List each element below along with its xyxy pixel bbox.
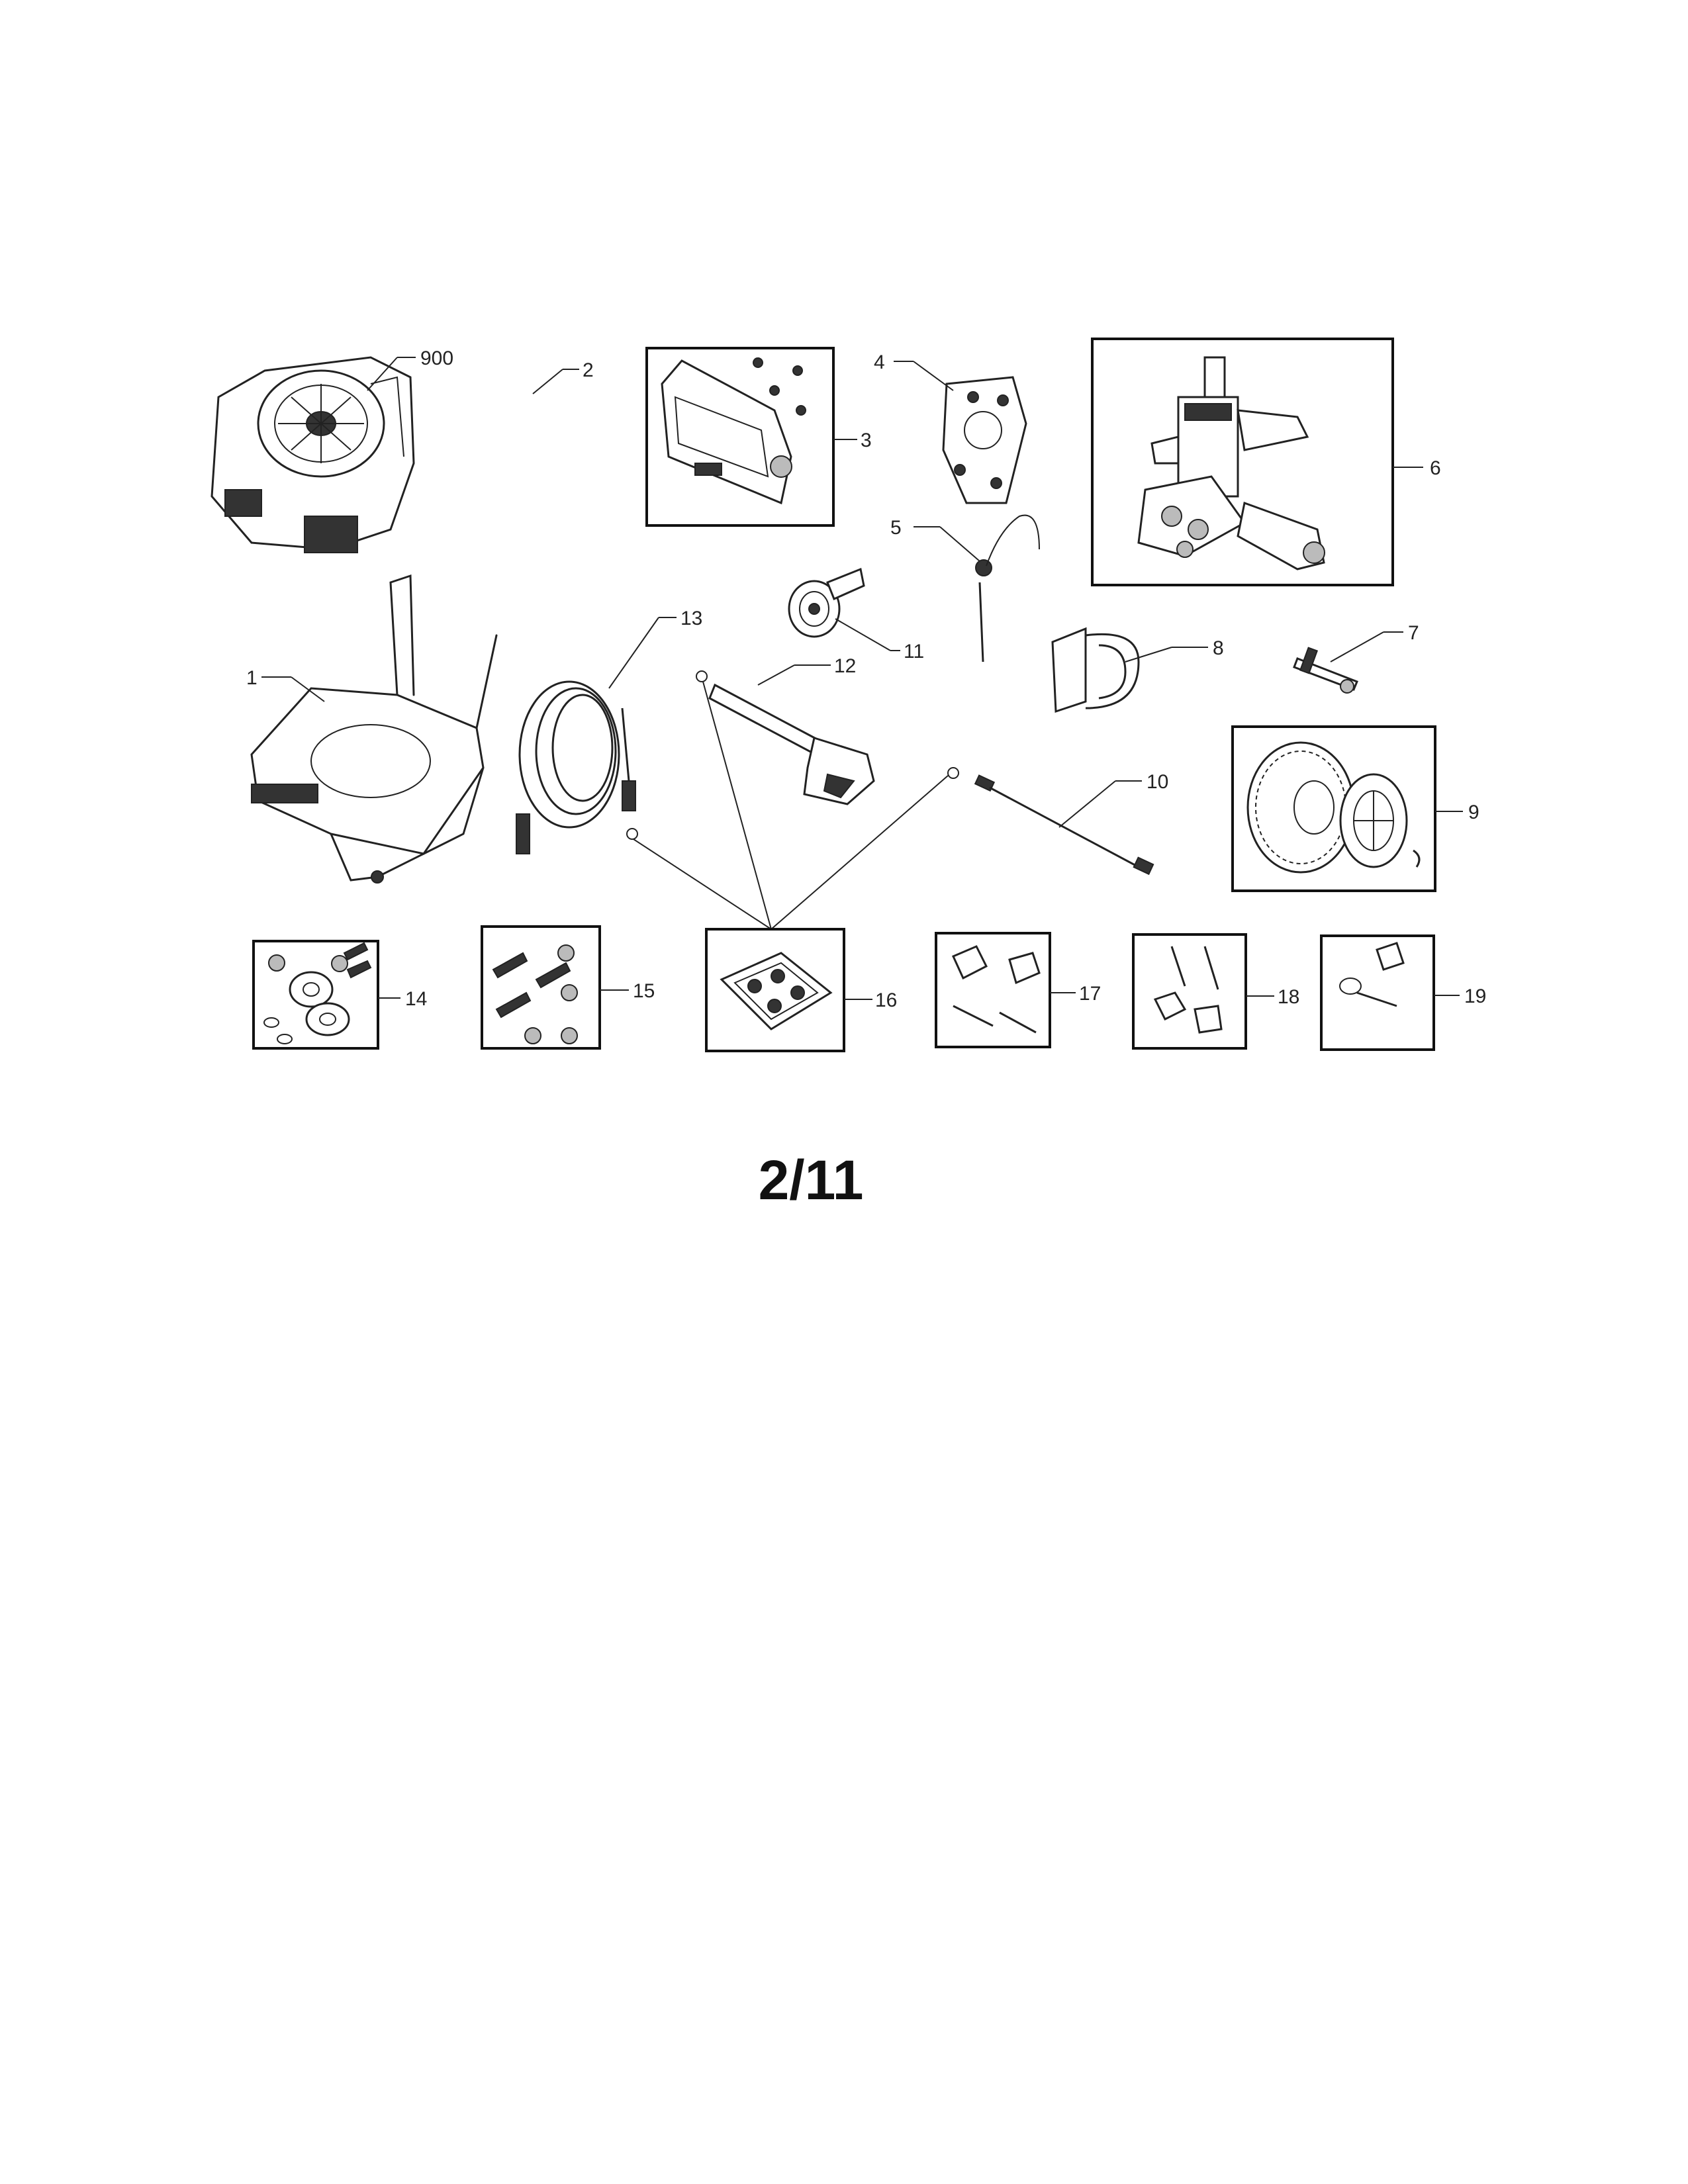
- pump-part-6: [1137, 356, 1325, 570]
- callout-16: 16: [875, 989, 897, 1011]
- holder-part-8: [1051, 627, 1140, 713]
- control-panel-part-3: [661, 357, 806, 505]
- callout-7: 7: [1408, 622, 1419, 644]
- callout-19: 19: [1464, 985, 1486, 1007]
- hardware-kit-part-17: [952, 945, 1041, 1034]
- page-number: 2/11: [759, 1149, 864, 1211]
- kit-box-part-19: [1320, 934, 1435, 1051]
- hardware-kit-part-18: [1153, 946, 1223, 1034]
- callout-18: 18: [1278, 986, 1299, 1008]
- kit-16-leader-lines: [633, 681, 949, 930]
- nozzle-part-11: [788, 567, 865, 638]
- hose-part-13: [516, 680, 638, 854]
- hardware-kit-part-14: [263, 942, 372, 1044]
- callout-5: 5: [890, 517, 902, 539]
- callout-13: 13: [680, 608, 702, 629]
- callout-900: 900: [420, 347, 453, 369]
- callout-3: 3: [861, 430, 872, 451]
- kit-box-part-16: [705, 928, 845, 1052]
- callout-9: 9: [1468, 801, 1479, 823]
- hardware-kit-part-19: [1339, 942, 1405, 1007]
- pin-part-7: [1293, 647, 1358, 694]
- callout-8: 8: [1213, 637, 1224, 659]
- kit-box-part-14: [252, 940, 379, 1050]
- frame-part-1: [250, 574, 498, 884]
- handle-part-2: [452, 392, 601, 627]
- spray-gun-part-12: [696, 670, 875, 805]
- callout-11: 11: [904, 641, 924, 662]
- callout-4: 4: [874, 351, 885, 373]
- pump-box-part-6: [1091, 338, 1394, 586]
- callout-12: 12: [834, 655, 856, 677]
- callout-14: 14: [405, 988, 427, 1010]
- callout-1: 1: [246, 667, 258, 689]
- kit-box-part-15: [481, 925, 601, 1050]
- hardware-kit-part-16: [720, 952, 833, 1030]
- hardware-kit-part-15: [492, 944, 578, 1044]
- engine-part-900: [211, 356, 415, 553]
- wheel-box-part-9: [1231, 725, 1436, 892]
- panel-box-part-3: [645, 347, 835, 527]
- callout-17: 17: [1079, 983, 1101, 1005]
- callout-15: 15: [633, 980, 655, 1002]
- wheel-part-9: [1246, 741, 1421, 874]
- callout-6: 6: [1430, 457, 1441, 479]
- callout-10: 10: [1147, 771, 1168, 793]
- probe-part-5: [975, 514, 1040, 662]
- callout-2: 2: [583, 359, 594, 381]
- kit-box-part-18: [1132, 933, 1247, 1050]
- bracket-part-4: [942, 376, 1027, 504]
- kit-box-part-17: [935, 932, 1051, 1048]
- wand-part-10: [947, 767, 1154, 876]
